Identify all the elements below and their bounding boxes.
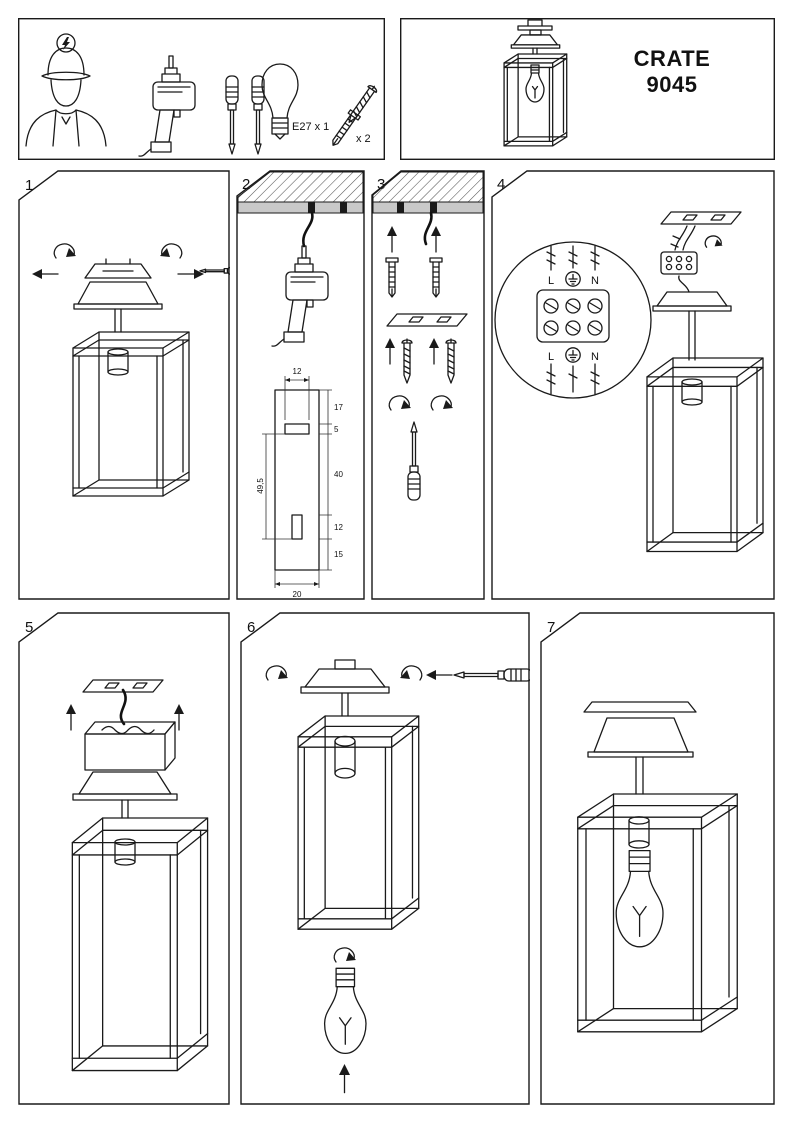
drill-hole-mark xyxy=(308,202,315,213)
step-5-number: 5 xyxy=(25,619,33,636)
dim-slot-width: 12 xyxy=(293,367,302,376)
step-1-number: 1 xyxy=(25,177,33,194)
lift-arrow-icon xyxy=(65,703,77,731)
screw-up-arrow-icon xyxy=(384,337,396,365)
screw-bulb-rotate-icon xyxy=(333,947,357,963)
insert-anchor-arrow-icon xyxy=(386,225,398,253)
lamp-socket xyxy=(628,816,650,849)
unscrew-canopy-illustration xyxy=(31,243,230,497)
dim-length: 49,5 xyxy=(256,478,265,494)
step-3-panel: 3 xyxy=(371,170,485,600)
step-4-number: 4 xyxy=(497,176,505,193)
neutral-label: N xyxy=(591,351,599,363)
power-wire xyxy=(119,688,127,726)
rotate-left-icon xyxy=(265,665,289,681)
live-label: L xyxy=(548,351,554,363)
lamp-socket xyxy=(681,378,703,406)
bulb-icon xyxy=(615,849,664,948)
canopy xyxy=(300,659,390,694)
anchor-count-label: x 2 xyxy=(356,133,371,145)
product-box xyxy=(400,18,775,160)
dim-top-offset: 17 xyxy=(334,403,343,412)
lamp-mounting xyxy=(646,275,764,553)
ceiling-section xyxy=(372,171,484,214)
lamp-frame xyxy=(576,793,739,1033)
lamp-frame xyxy=(646,357,764,553)
model-number: 9045 xyxy=(646,72,698,97)
dim-plate-width: 20 xyxy=(293,590,302,599)
earth-symbol-icon xyxy=(565,271,581,287)
wall-plug-icon xyxy=(429,257,443,298)
dim-slot2-height: 12 xyxy=(334,523,343,532)
screwdriver-icon xyxy=(199,267,230,275)
tighten-rotate-icon xyxy=(388,395,412,411)
drill-icon xyxy=(138,55,196,157)
wall-plug-icon xyxy=(328,83,379,149)
step-3-number: 3 xyxy=(377,176,385,193)
pull-left-arrow-icon xyxy=(31,268,59,280)
product-title: CRATE 9045 xyxy=(612,46,732,98)
mounting-bracket xyxy=(386,313,468,327)
earth-symbol-icon xyxy=(565,347,581,363)
push-arrow-icon xyxy=(425,669,453,681)
step-1-panel: 1 xyxy=(18,170,230,600)
screwdriver-icon xyxy=(453,668,530,682)
rotate-left-icon xyxy=(53,243,77,259)
junction-box xyxy=(84,721,176,771)
installed-lamp-illustration xyxy=(576,701,739,1033)
step-2-panel: 2 12 17 5 40 12 15 49,5 20 xyxy=(236,170,365,600)
bulb-spec-label: E27 x 1 xyxy=(292,121,329,133)
lamp-frame xyxy=(72,331,190,497)
terminal-block xyxy=(536,289,610,343)
step-6-number: 6 xyxy=(247,619,255,636)
dim-slot-height: 5 xyxy=(334,425,339,434)
drilling-template: 12 17 5 40 12 15 49,5 20 xyxy=(256,367,343,599)
wall-plug-icon xyxy=(385,257,399,298)
live-label: L xyxy=(548,275,554,287)
step-6-panel: 6 xyxy=(240,612,530,1105)
step-7-number: 7 xyxy=(547,619,555,636)
dim-bottom-offset: 15 xyxy=(334,550,343,559)
step-2-number: 2 xyxy=(242,176,250,193)
insert-bulb-arrow-icon xyxy=(338,1063,351,1094)
step-5-panel: 5 xyxy=(18,612,230,1105)
drill-icon xyxy=(271,245,329,347)
screw-icon xyxy=(401,338,413,384)
rotate-icon xyxy=(704,235,724,248)
bulb-icon xyxy=(323,967,367,1055)
flat-screwdriver-icon xyxy=(225,75,239,155)
product-lamp-illustration xyxy=(503,19,568,147)
canopy xyxy=(72,771,178,801)
tighten-rotate-icon xyxy=(430,395,454,411)
drill-hole-mark xyxy=(430,202,437,213)
wiring-detail-circle: L N L N xyxy=(494,241,652,399)
drill-hole-mark xyxy=(397,202,404,213)
rotate-right-icon xyxy=(159,243,183,259)
terminal-connector xyxy=(660,251,698,275)
lamp-frame xyxy=(297,715,420,931)
screw-up-arrow-icon xyxy=(428,337,440,365)
insert-anchor-arrow-icon xyxy=(430,225,442,253)
dim-slot-spacing: 40 xyxy=(334,470,343,479)
lamp-socket xyxy=(107,348,129,376)
lamp-socket xyxy=(333,735,357,780)
electrician-icon xyxy=(25,33,107,147)
power-wire xyxy=(423,211,433,246)
mounting-bracket xyxy=(660,211,742,225)
neutral-label: N xyxy=(591,275,599,287)
stem xyxy=(121,799,129,819)
brand-name: CRATE xyxy=(633,46,711,71)
step-7-panel: 7 xyxy=(540,612,775,1105)
ceiling-section xyxy=(237,171,364,214)
power-wire xyxy=(302,211,314,248)
screw-icon xyxy=(445,338,457,384)
step-4-panel: 4 L N L N xyxy=(491,170,775,600)
bracket-and-connector xyxy=(660,211,742,275)
drill-hole-mark xyxy=(340,202,347,213)
stem xyxy=(341,692,349,717)
rotate-right-icon xyxy=(399,665,423,681)
required-tools-box: E27 x 1 x 2 xyxy=(18,18,385,160)
lamp-frame xyxy=(71,816,209,1072)
screwdriver-icon xyxy=(407,421,421,501)
